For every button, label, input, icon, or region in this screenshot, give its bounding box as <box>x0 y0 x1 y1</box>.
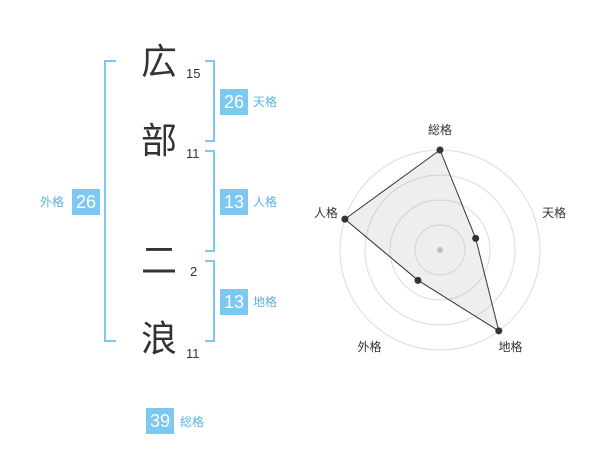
chikaku-label: 地格 <box>253 295 278 309</box>
stroke-count-4: 11 <box>186 346 200 361</box>
jinkaku-bracket <box>205 150 215 252</box>
gaikaku-label: 外格 <box>40 195 65 209</box>
stroke-count-2: 11 <box>186 146 200 161</box>
name-char-4: 浪 <box>141 319 178 360</box>
soukaku-badge: 39 <box>146 408 174 434</box>
radar-center-dot <box>437 247 443 253</box>
radar-axis-label-2: 天格 <box>542 205 566 220</box>
radar-point-3 <box>495 327 503 335</box>
radar-ring-2 <box>389 199 491 301</box>
gaikaku-badge: 26 <box>72 189 100 215</box>
radar-point-2 <box>472 234 480 242</box>
soukaku-label: 総格 <box>180 415 205 429</box>
jinkaku-badge: 13 <box>220 189 248 215</box>
name-char-2: 部 <box>141 121 178 162</box>
name-char-3: 二 <box>141 241 178 282</box>
tenkaku-label: 天格 <box>253 95 278 109</box>
radar-point-5 <box>341 215 349 223</box>
tenkaku-badge: 26 <box>220 89 248 115</box>
radar-point-1 <box>436 146 444 154</box>
radar-point-4 <box>414 276 422 284</box>
jinkaku-label: 人格 <box>253 195 278 209</box>
name-char-1: 広 <box>141 42 178 83</box>
radar-axis-label-1: 総格 <box>428 122 452 137</box>
radar-ring-3 <box>364 174 516 326</box>
radar-area <box>344 149 500 332</box>
radar-axis-label-4: 外格 <box>357 339 381 354</box>
radar-axis-label-3: 地格 <box>499 339 523 354</box>
stroke-count-3: 2 <box>190 264 198 279</box>
radar-ring-1 <box>414 224 466 276</box>
gaikaku-bracket <box>104 60 116 342</box>
radar-axis-label-5: 人格 <box>314 205 338 220</box>
chikaku-badge: 13 <box>220 289 248 315</box>
stroke-count-1: 15 <box>186 66 201 81</box>
chikaku-bracket <box>205 260 215 342</box>
tenkaku-bracket <box>205 60 215 142</box>
